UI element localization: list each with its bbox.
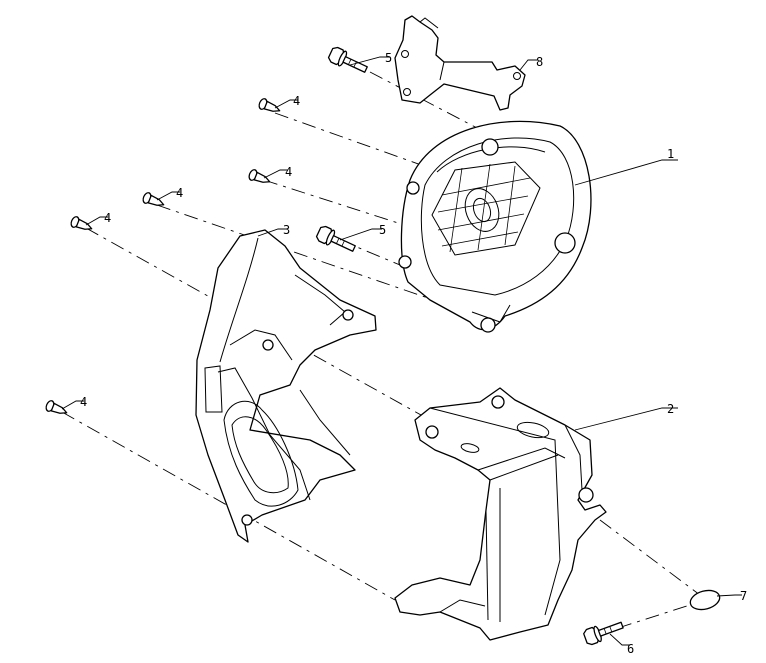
- callout-4b: 4: [285, 165, 292, 179]
- head-shroud-icon: [195, 229, 377, 543]
- callout-3: 3: [283, 223, 290, 237]
- leader-2: [574, 407, 678, 431]
- centerline-2-7: [599, 519, 701, 596]
- callout-5a: 5: [385, 51, 392, 65]
- callout-7: 7: [740, 589, 747, 603]
- leader-1: [574, 159, 678, 186]
- tapping-screw-icon: [45, 98, 281, 414]
- callout-4a: 4: [293, 94, 300, 108]
- callout-4d: 4: [104, 211, 111, 225]
- callout-1: 1: [667, 147, 674, 161]
- leader-7: [716, 594, 742, 597]
- callout-2: 2: [667, 402, 674, 416]
- bracket-icon: [394, 15, 526, 111]
- assembly-centerlines: [61, 71, 701, 629]
- callout-4c: 4: [176, 186, 183, 200]
- screw-4e: [45, 400, 68, 414]
- leader-4e: [61, 400, 84, 410]
- leader-6: [609, 633, 630, 646]
- screw-4b: [248, 169, 271, 183]
- leader-lines: [61, 56, 742, 646]
- centerline-4a: [274, 112, 501, 194]
- callout-8: 8: [536, 55, 543, 69]
- screw-4d: [70, 216, 93, 230]
- bolt-6: [583, 621, 624, 646]
- flange-bolt-icon: [315, 46, 624, 646]
- callout-labels: 1 2 3 4 4 4 4 4 5 5 6 7 8: [80, 51, 747, 656]
- leader-5a: [349, 56, 390, 66]
- screw-4a: [258, 98, 281, 112]
- grommet-icon: [689, 589, 721, 611]
- leader-4a: [274, 99, 298, 109]
- screw-4c: [142, 192, 165, 206]
- bolt-5b: [315, 225, 356, 252]
- callout-6: 6: [627, 642, 634, 656]
- leader-4c: [156, 191, 180, 201]
- centerline-4e: [61, 411, 396, 601]
- centerline-4b: [263, 179, 421, 231]
- fan-cover-icon: [398, 120, 592, 333]
- callout-5b: 5: [379, 223, 386, 237]
- leader-5b: [339, 228, 382, 241]
- leader-8: [519, 59, 537, 71]
- leader-4d: [85, 216, 108, 226]
- bolt-5a: [327, 46, 368, 73]
- cylinder-shroud-icon: [394, 387, 607, 641]
- callout-4e: 4: [80, 395, 87, 409]
- leader-3: [257, 228, 286, 237]
- leader-4b: [263, 169, 288, 179]
- centerline-6: [617, 604, 691, 629]
